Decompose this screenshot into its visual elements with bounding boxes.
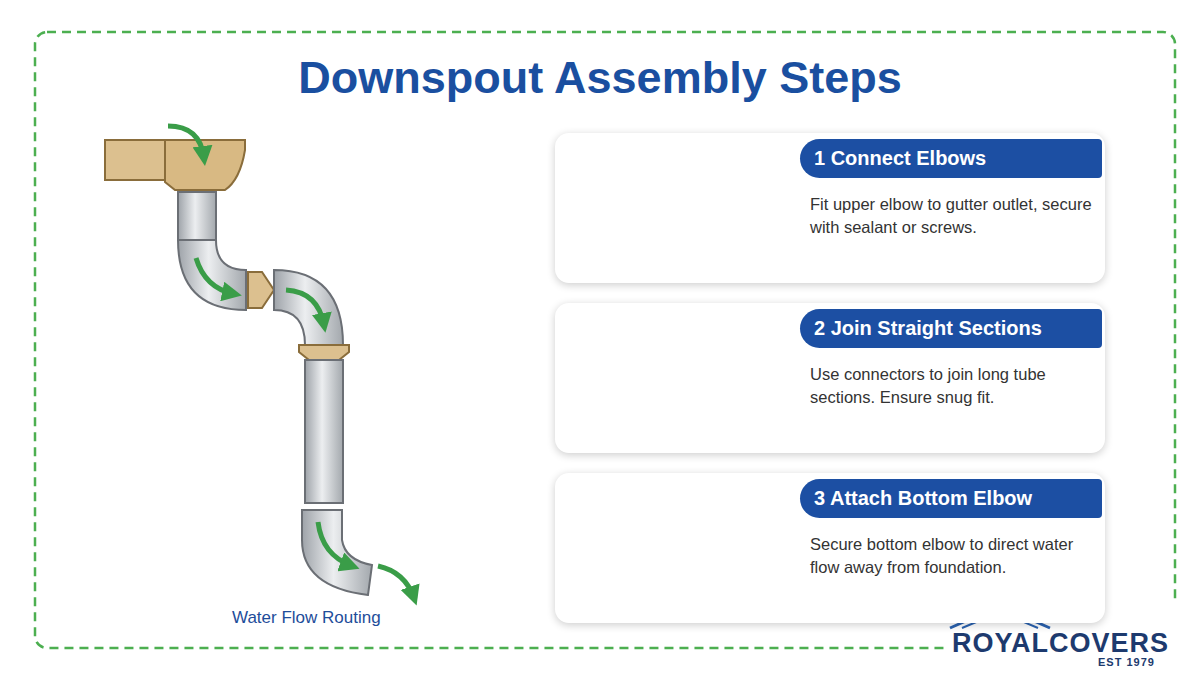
step-heading: 3 Attach Bottom Elbow — [800, 479, 1102, 518]
bottom-elbow — [302, 510, 372, 595]
downspout-pipe — [305, 360, 343, 503]
step-description: Fit upper elbow to gutter outlet, secure… — [810, 193, 1095, 239]
flow-arrow — [286, 290, 324, 325]
fascia-board — [105, 140, 170, 180]
step-card: 1 Connect ElbowsFit upper elbow to gutte… — [555, 133, 1105, 283]
flow-arrow — [196, 258, 234, 294]
gutter — [165, 140, 245, 190]
coupler-arrow — [248, 272, 274, 308]
logo-established: EST 1979 — [1098, 656, 1155, 668]
step-description: Use connectors to join long tube section… — [810, 363, 1095, 409]
flow-arrow — [318, 522, 352, 566]
flow-arrow — [378, 566, 414, 598]
downspout-pipe — [178, 192, 216, 240]
step-heading: 2 Join Straight Sections — [800, 309, 1102, 348]
logo-wordmark: ROYALCOVERS — [952, 628, 1169, 659]
step-description: Secure bottom elbow to direct water flow… — [810, 533, 1095, 579]
page-title: Downspout Assembly Steps — [0, 52, 1200, 104]
step-heading: 1 Connect Elbows — [800, 139, 1102, 178]
step-card: 2 Join Straight SectionsUse connectors t… — [555, 303, 1105, 453]
upper-elbow — [178, 240, 246, 310]
flow-arrows — [168, 126, 414, 598]
offset-elbow — [274, 270, 343, 345]
step-card: 3 Attach Bottom ElbowSecure bottom elbow… — [555, 473, 1105, 623]
downspout-illustration — [105, 140, 372, 595]
dashed-frame — [35, 32, 1175, 648]
illustration-caption: Water Flow Routing — [232, 608, 381, 628]
flow-arrow — [168, 126, 204, 158]
